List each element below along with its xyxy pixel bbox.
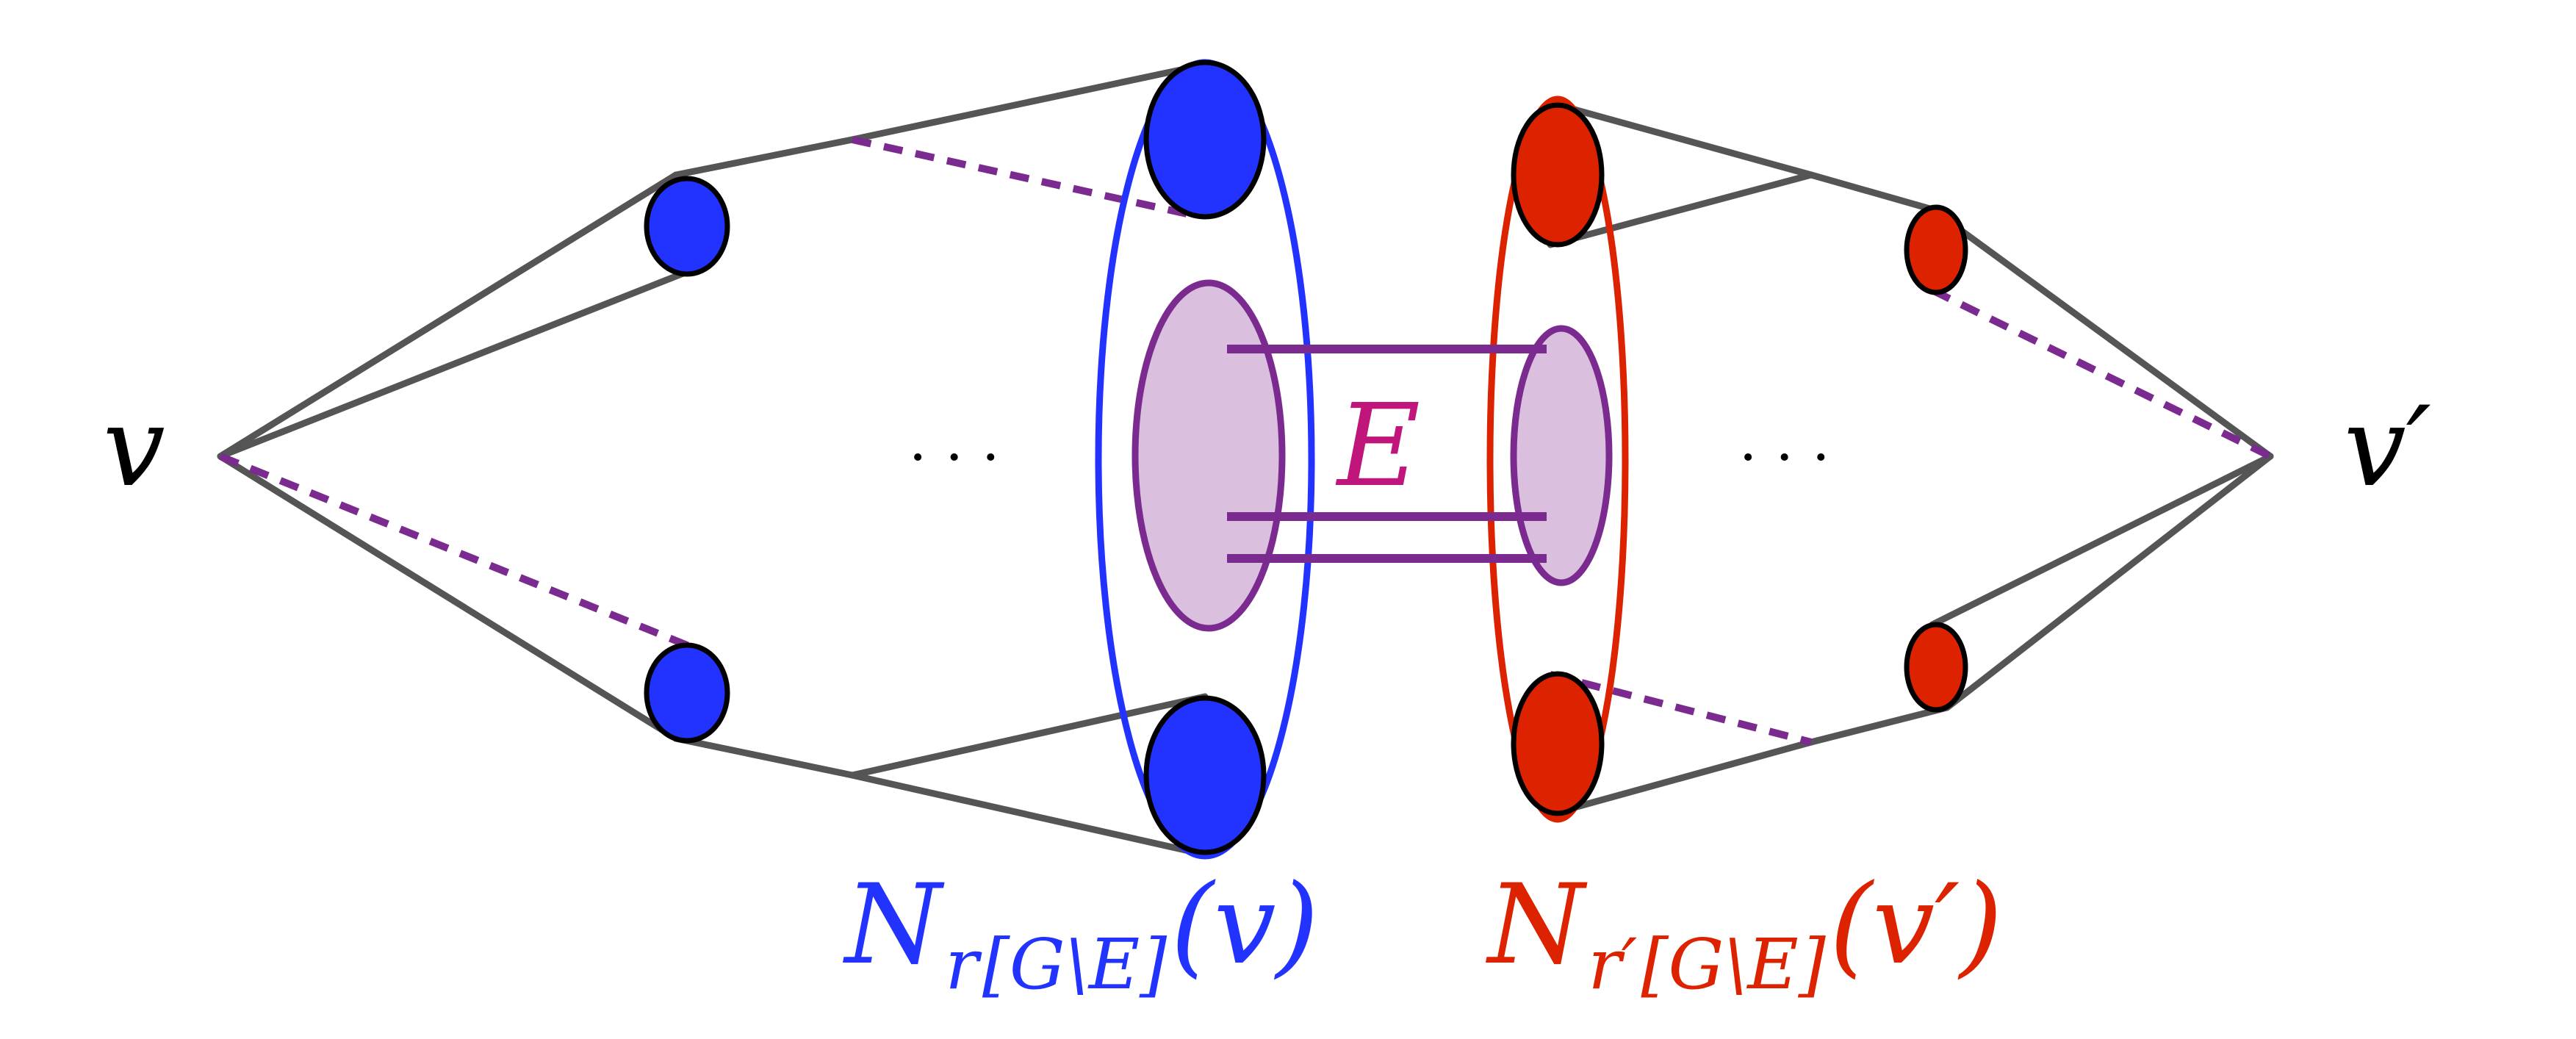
right-label-sub-set: [G\E] [1641,924,1826,1005]
left-nodes [644,60,1267,855]
edge-lower-right-1 [1807,704,1951,746]
edge-lower-path-1 [672,735,856,779]
right-dashed-edges [1549,287,2273,746]
left-structure [217,61,1209,858]
right-edge-set-ellipse [1510,325,1613,586]
right-small-node-bottom [1904,622,1968,713]
left-ellipsis: · · · [907,423,1001,492]
right-big-node-bottom [1511,671,1605,816]
right-nodes [1511,102,1968,816]
left-big-node-top [1143,60,1267,220]
right-label-main: N [1486,861,1588,989]
left-small-node-top [644,176,730,277]
left-label-arg: (v) [1170,861,1319,989]
edge-set-lines [1227,345,1547,563]
edge-set-label: E [1335,379,1420,512]
left-label-sub-set: [G\E] [982,924,1168,1005]
dashed-edge-vprime-upper [1930,287,2273,460]
left-neighborhood-label: N r [G\E] (v) [843,861,1319,1005]
left-big-node-bottom [1143,695,1267,855]
left-vertex-label: v [103,384,165,511]
right-neighborhood-label: N r′ [G\E] (v′) [1486,861,2003,1005]
left-dashed-edges [219,136,1192,650]
dashed-edge-bottom-right [1549,671,1813,746]
edge-upper-right-1 [1807,171,1936,213]
edge-v-upper-lower [217,268,691,460]
right-structure [1547,99,2274,818]
edge-lower-path-2 [849,772,1209,858]
edge-upper-path-1 [672,136,856,179]
right-label-arg: (v′) [1830,861,2003,989]
edge-vprime-lower-2 [1929,453,2274,628]
edge-upper-path-2 [849,61,1209,143]
edge-v-upper [217,171,680,460]
edge-vprime-lower [1943,453,2274,711]
right-big-node-top [1511,102,1605,248]
right-ellipsis: · · · [1738,423,1831,492]
left-small-node-bottom [644,642,730,744]
edge-lower-path-3 [849,693,1209,779]
edge-v-lower [217,453,680,742]
left-label-sub-r: r [945,924,982,1005]
edge-lower-right-2 [1547,738,1815,818]
edge-vprime-upper [1929,206,2274,460]
dashed-edge-top [851,136,1192,218]
right-vertex-label: v′ [2344,384,2431,511]
right-small-node-top [1904,204,1968,295]
left-label-main: N [843,861,945,989]
right-label-sub-r: r′ [1588,924,1637,1005]
right-neighborhood-ellipse [1486,96,1629,823]
dashed-edge-v-lower [219,453,692,650]
left-edge-set-ellipse [1132,279,1286,632]
edge-upper-right-2 [1547,99,1815,179]
edge-upper-right-3 [1547,171,1815,248]
